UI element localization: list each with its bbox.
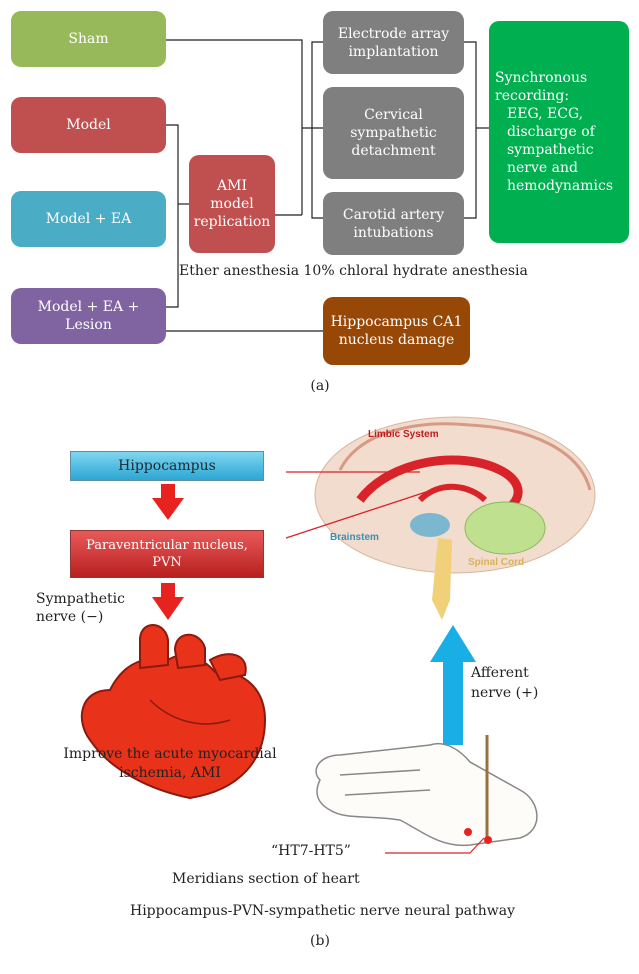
sympathetic-text: Sympathetic nerve (−)	[36, 591, 125, 625]
sham-label: Sham	[68, 31, 109, 47]
model-ea-lesion-box: Model + EA + Lesion	[11, 288, 166, 344]
model-ea-box: Model + EA	[11, 191, 166, 247]
improve-text: Improve the acute myocardial ischemia, A…	[63, 746, 277, 781]
meridians-text: Meridians section of heart	[172, 871, 360, 887]
model-ea-label: Model + EA	[45, 211, 132, 227]
electrode-box: Electrode array implantation	[323, 11, 464, 74]
hand-illustration	[315, 735, 538, 847]
hippocampus-label: Hippocampus	[118, 458, 216, 474]
hippocampus-damage-label: Hippocampus CA1 nucleus damage	[330, 314, 463, 348]
afferent-text: Afferent nerve (+)	[471, 665, 539, 701]
sham-box: Sham	[11, 11, 166, 67]
pvn-label: Paraventricular nucleus, PVN	[86, 538, 248, 570]
sync-body: EEG, ECG, discharge of sympathetic nerve…	[507, 106, 614, 194]
model-ea-lesion-label: Model + EA + Lesion	[37, 299, 140, 333]
brain-limbic-label: Limbic System	[368, 429, 439, 440]
hippocampus-damage-box: Hippocampus CA1 nucleus damage	[323, 297, 470, 365]
ami-replication-label: AMI model replication	[193, 178, 271, 230]
anesthesia-text: Ether anesthesia 10% chloral hydrate ane…	[179, 263, 528, 279]
brain-cord-label: Spinal Cord	[468, 557, 524, 568]
pathway-text: Hippocampus-PVN-sympathetic nerve neural…	[130, 903, 516, 919]
model-label: Model	[66, 117, 111, 133]
caption-b: (b)	[310, 933, 330, 949]
carotid-label: Carotid artery intubations	[342, 206, 445, 241]
cervical-box: Cervical sympathetic detachment	[323, 87, 464, 179]
ami-replication-box: AMI model replication	[189, 155, 275, 253]
ht-text: “HT7-HT5”	[271, 843, 351, 859]
electrode-label: Electrode array implantation	[337, 25, 450, 60]
brain-stem-label: Brainstem	[330, 532, 379, 543]
caption-a: (a)	[310, 378, 330, 394]
model-box: Model	[11, 97, 166, 153]
sync-recording-box: Synchronous recording: EEG, ECG, dischar…	[489, 21, 629, 243]
carotid-box: Carotid artery intubations	[323, 192, 464, 255]
afferent-arrow	[430, 625, 476, 745]
cervical-label: Cervical sympathetic detachment	[350, 107, 437, 159]
sync-title: Synchronous recording:	[495, 70, 588, 104]
hippocampus-box: Hippocampus	[70, 451, 264, 481]
red-down-arrows	[152, 484, 184, 620]
heart-illustration	[80, 624, 267, 800]
pvn-box: Paraventricular nucleus, PVN	[70, 530, 264, 578]
brain-illustration	[314, 416, 596, 620]
